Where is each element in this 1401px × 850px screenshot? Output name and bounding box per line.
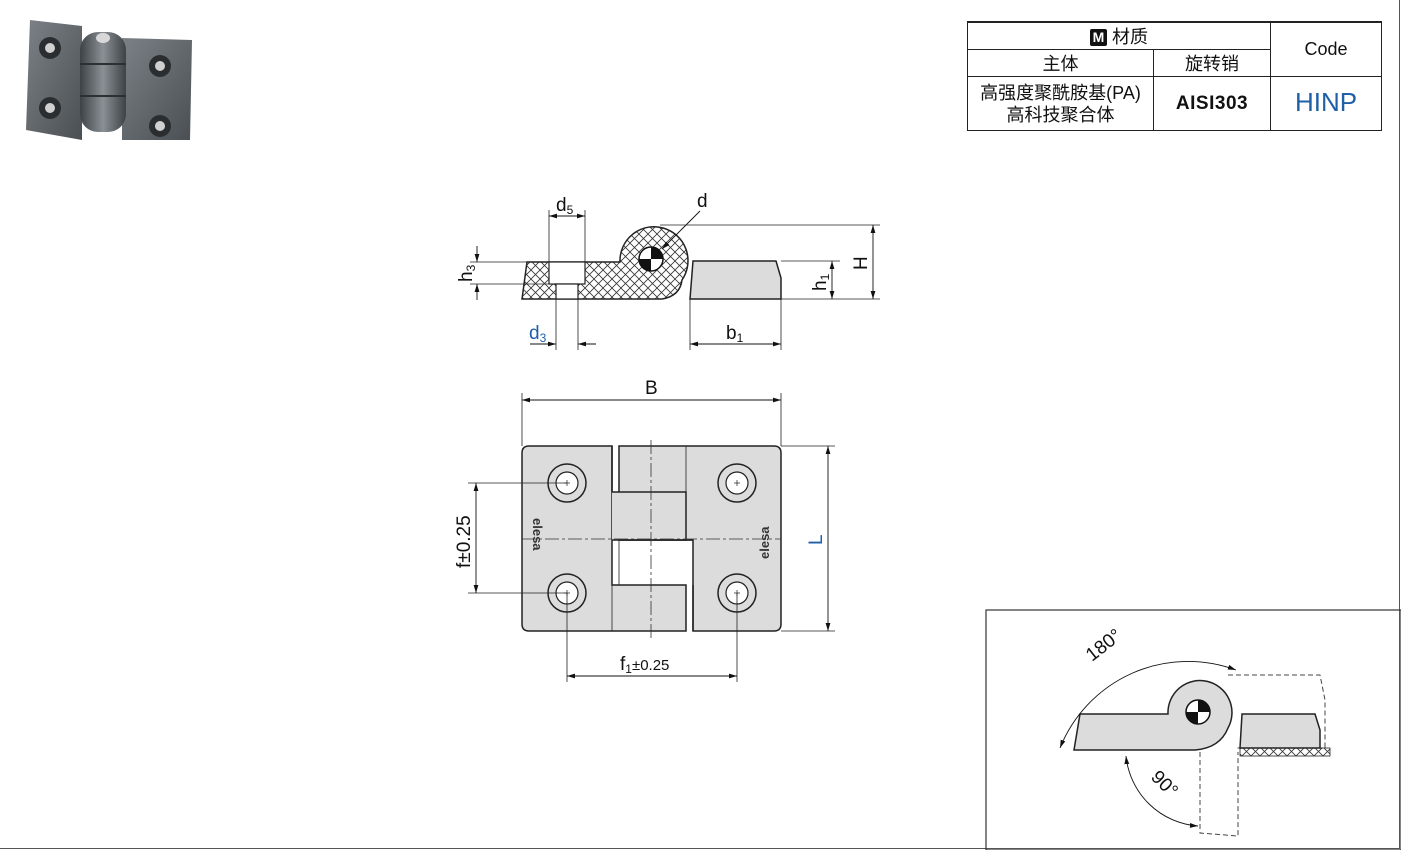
code-cell: HINP <box>1270 76 1382 131</box>
dim-d3-label: d3 <box>529 323 547 345</box>
dim-d-label: d <box>697 191 708 212</box>
rotation-right-leaf <box>1239 713 1321 749</box>
side-right-leaf <box>689 260 782 300</box>
dim-L-label: L <box>806 534 827 545</box>
dim-f1-label: f1±0.25 <box>620 654 669 676</box>
code-header-cell: Code <box>1270 21 1382 77</box>
side-through-hole <box>555 283 579 300</box>
material-header: 材质 <box>1112 27 1148 47</box>
brand-logo-right: elesa <box>757 526 772 559</box>
dim-f-label: f±0.25 <box>454 515 475 568</box>
body-material-line1: 高强度聚酰胺基(PA) <box>980 82 1141 103</box>
body-material-line2: 高科技聚合体 <box>1006 104 1115 125</box>
pin-header-cell: 旋转销 <box>1153 49 1271 77</box>
rotation-inset-frame <box>985 609 1401 850</box>
pin-material-cell: AISI303 <box>1153 76 1271 131</box>
body-header-cell: 主体 <box>967 49 1154 77</box>
pin-material: AISI303 <box>1175 93 1249 114</box>
dim-H-label: H <box>851 256 872 270</box>
dim-b1-label: b1 <box>726 323 744 345</box>
dim-d5-label: d5 <box>556 195 574 217</box>
side-countersink-hole <box>548 261 586 285</box>
angle-90-label: 90° <box>1146 767 1181 802</box>
code-value: HINP <box>1294 87 1358 117</box>
top-view: elesa elesa B L f±0.25 f1±0.25 <box>454 378 835 682</box>
side-view: d5 d h3 h1 H d3 b1 <box>456 191 880 350</box>
dim-h3-label: h3 <box>456 264 478 282</box>
rotation-inset: 180° 90° <box>985 609 1401 850</box>
pin-header: 旋转销 <box>1185 54 1239 74</box>
dim-B-label: B <box>645 378 658 399</box>
material-spec-table: M 材质 Code 主体 旋转销 高强度聚酰胺基(PA) 高科技聚合体 AISI3… <box>967 21 1382 131</box>
body-header: 主体 <box>1042 54 1079 74</box>
code-header: Code <box>1304 39 1348 59</box>
hinge-photo <box>26 20 192 140</box>
material-badge-icon: M <box>1090 29 1107 46</box>
mounting-hole-top-right <box>717 463 757 503</box>
material-header-cell: M 材质 <box>967 21 1271 50</box>
dim-h1-label: h1 <box>810 273 832 291</box>
body-material-cell: 高强度聚酰胺基(PA) 高科技聚合体 <box>967 76 1154 131</box>
brand-logo-left: elesa <box>530 518 545 551</box>
angle-180-label: 180° <box>1082 625 1126 666</box>
